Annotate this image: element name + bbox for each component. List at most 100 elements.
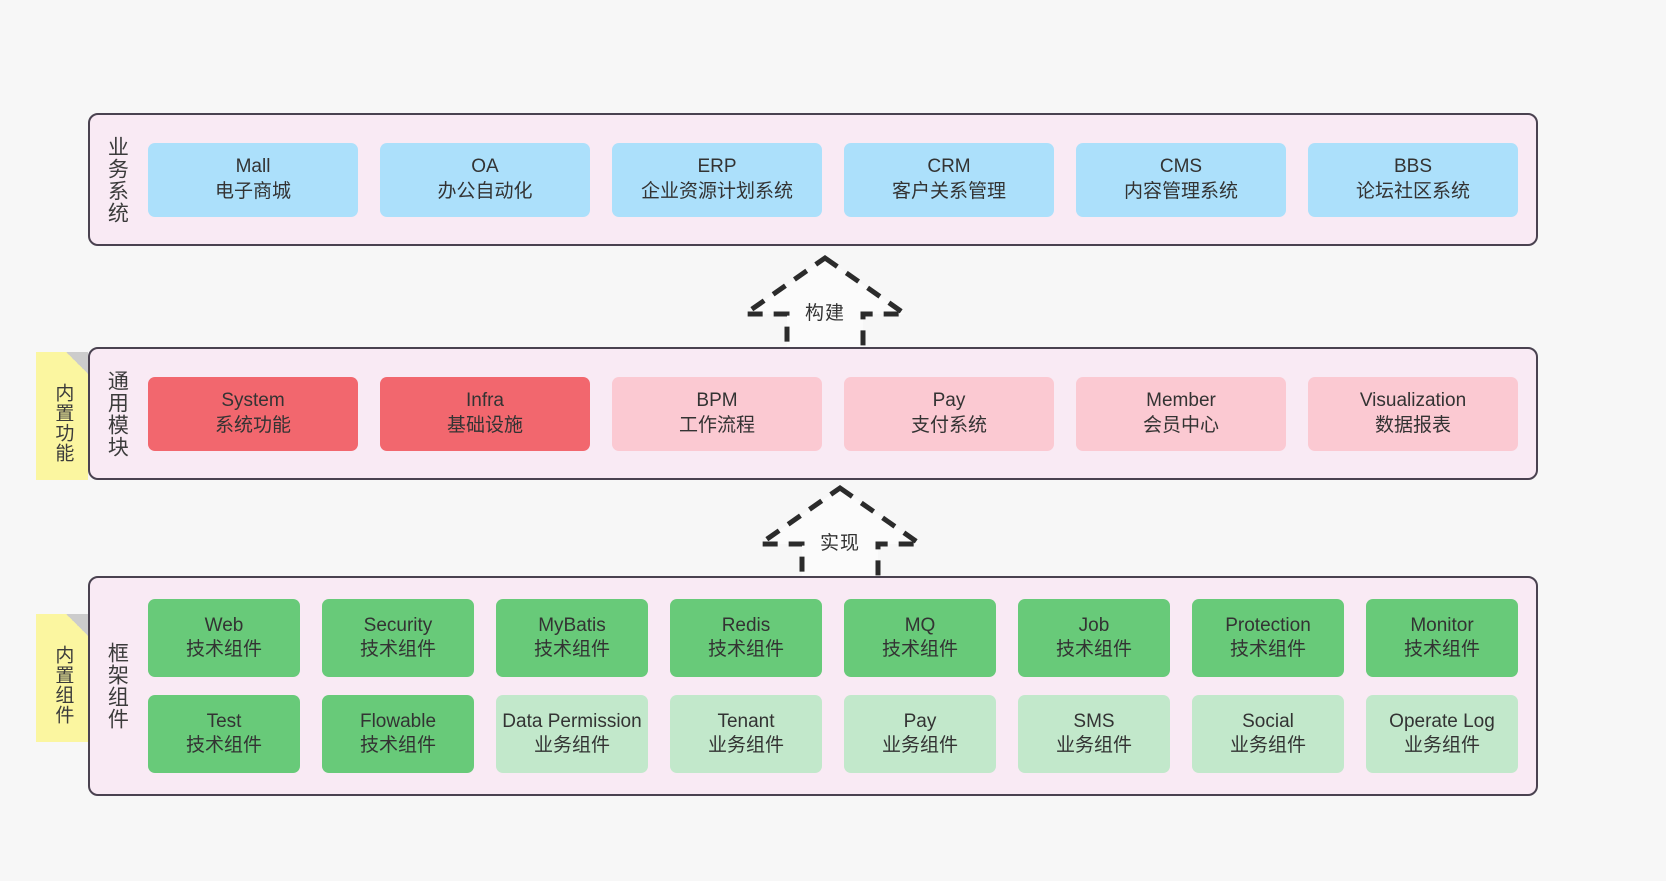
node-label-cn: 系统功能	[214, 414, 291, 436]
layer-title-business: 业务系统	[105, 135, 129, 224]
node-security[interactable]: Security 技术组件	[322, 599, 474, 677]
node-label-cn: 技术组件	[1229, 639, 1306, 660]
node-label-en: Web	[204, 614, 244, 636]
node-protection[interactable]: Protection 技术组件	[1192, 599, 1344, 677]
node-cms[interactable]: CMS 内容管理系统	[1076, 142, 1286, 217]
node-redis[interactable]: Redis 技术组件	[670, 599, 822, 677]
layer-framework-component: 框架组件 Web 技术组件 Security 技术组件 MyBatis 技术组件…	[88, 576, 1538, 796]
sticky-label: 内置组件	[52, 645, 74, 725]
node-mq[interactable]: MQ 技术组件	[844, 599, 996, 677]
arrow-build: 构建	[735, 252, 915, 352]
node-label-en: CMS	[1159, 156, 1203, 178]
node-oa[interactable]: OA 办公自动化	[380, 142, 590, 217]
node-label-cn: 技术组件	[881, 639, 958, 660]
node-label-cn: 业务组件	[881, 735, 958, 756]
arrow-realize-label: 实现	[819, 533, 860, 554]
node-label-cn: 业务组件	[533, 735, 610, 756]
framework-business-row: Test 技术组件 Flowable 技术组件 Data Permission …	[148, 695, 1518, 773]
node-label-cn: 基础设施	[446, 414, 523, 436]
sticky-note-builtin-component: 内置组件	[36, 614, 88, 742]
node-visualization[interactable]: Visualization 数据报表	[1308, 376, 1518, 451]
node-label-en: MyBatis	[538, 614, 606, 636]
node-label-cn: 论坛社区系统	[1355, 180, 1470, 202]
node-pay-component[interactable]: Pay 业务组件	[844, 695, 996, 773]
node-label-en: Visualization	[1359, 390, 1467, 412]
layer-body-common: System 系统功能 Infra 基础设施 BPM 工作流程 Pay 支付系统…	[142, 349, 1536, 478]
node-label-en: Data Permission	[502, 710, 642, 732]
layer-body-business: Mall 电子商城 OA 办公自动化 ERP 企业资源计划系统 CRM 客户关系…	[142, 115, 1536, 244]
layer-business-system: 业务系统 Mall 电子商城 OA 办公自动化 ERP 企业资源计划系统 CRM…	[88, 113, 1538, 246]
node-label-en: Social	[1242, 710, 1294, 732]
node-label-en: Flowable	[359, 710, 437, 732]
node-label-en: MQ	[904, 614, 936, 636]
node-label-en: Redis	[721, 614, 771, 636]
layer-title-framework: 框架组件	[105, 642, 129, 730]
node-label-en: System	[221, 390, 285, 412]
node-crm[interactable]: CRM 客户关系管理	[844, 142, 1054, 217]
node-flowable[interactable]: Flowable 技术组件	[322, 695, 474, 773]
node-monitor[interactable]: Monitor 技术组件	[1366, 599, 1518, 677]
node-social[interactable]: Social 业务组件	[1192, 695, 1344, 773]
node-label-en: Protection	[1225, 614, 1311, 636]
node-label-cn: 技术组件	[359, 639, 436, 660]
common-node-row: System 系统功能 Infra 基础设施 BPM 工作流程 Pay 支付系统…	[148, 376, 1518, 451]
node-job[interactable]: Job 技术组件	[1018, 599, 1170, 677]
node-label-en: Member	[1146, 390, 1216, 412]
node-label-en: Mall	[235, 156, 271, 178]
business-node-row: Mall 电子商城 OA 办公自动化 ERP 企业资源计划系统 CRM 客户关系…	[148, 142, 1518, 217]
node-test[interactable]: Test 技术组件	[148, 695, 300, 773]
node-label-en: Job	[1078, 614, 1110, 636]
node-member[interactable]: Member 会员中心	[1076, 376, 1286, 451]
node-label-cn: 技术组件	[707, 639, 784, 660]
node-label-cn: 业务组件	[1055, 735, 1132, 756]
node-bbs[interactable]: BBS 论坛社区系统	[1308, 142, 1518, 217]
node-label-en: Infra	[465, 390, 505, 412]
node-label-en: Pay	[932, 390, 966, 412]
node-label-en: Monitor	[1410, 614, 1474, 636]
node-label-cn: 工作流程	[678, 414, 755, 436]
node-label-cn: 技术组件	[533, 639, 610, 660]
node-label-en: ERP	[697, 156, 737, 178]
node-label-cn: 技术组件	[1055, 639, 1132, 660]
layer-title-common: 通用模块	[105, 369, 129, 458]
node-label-cn: 支付系统	[910, 414, 987, 436]
node-label-cn: 办公自动化	[437, 180, 533, 202]
sticky-label: 内置功能	[52, 383, 74, 463]
node-label-en: BBS	[1393, 156, 1433, 178]
node-label-cn: 会员中心	[1142, 414, 1219, 436]
node-pay-module[interactable]: Pay 支付系统	[844, 376, 1054, 451]
arrow-realize: 实现	[750, 482, 930, 582]
node-label-en: Operate Log	[1389, 710, 1495, 732]
layer-common-module: 通用模块 System 系统功能 Infra 基础设施 BPM 工作流程 Pay…	[88, 347, 1538, 480]
node-label-cn: 业务组件	[707, 735, 784, 756]
node-data-permission[interactable]: Data Permission 业务组件	[496, 695, 648, 773]
node-label-cn: 技术组件	[1403, 639, 1480, 660]
arrow-build-label: 构建	[804, 303, 845, 324]
node-label-en: Security	[363, 614, 433, 636]
layer-body-framework: Web 技术组件 Security 技术组件 MyBatis 技术组件 Redi…	[142, 578, 1536, 794]
node-label-cn: 内容管理系统	[1123, 180, 1238, 202]
node-label-cn: 技术组件	[359, 735, 436, 756]
node-label-cn: 业务组件	[1403, 735, 1480, 756]
node-label-en: BPM	[696, 390, 738, 412]
node-mybatis[interactable]: MyBatis 技术组件	[496, 599, 648, 677]
node-label-cn: 技术组件	[185, 735, 262, 756]
node-label-en: OA	[471, 156, 499, 178]
node-erp[interactable]: ERP 企业资源计划系统	[612, 142, 822, 217]
node-operate-log[interactable]: Operate Log 业务组件	[1366, 695, 1518, 773]
node-label-cn: 电子商城	[214, 180, 291, 202]
node-tenant[interactable]: Tenant 业务组件	[670, 695, 822, 773]
node-label-en: Tenant	[717, 710, 775, 732]
node-label-en: SMS	[1073, 710, 1115, 732]
node-label-cn: 企业资源计划系统	[640, 180, 793, 202]
node-label-cn: 数据报表	[1374, 414, 1451, 436]
node-label-en: Test	[206, 710, 242, 732]
node-infra[interactable]: Infra 基础设施	[380, 376, 590, 451]
node-sms[interactable]: SMS 业务组件	[1018, 695, 1170, 773]
node-system[interactable]: System 系统功能	[148, 376, 358, 451]
node-bpm[interactable]: BPM 工作流程	[612, 376, 822, 451]
node-mall[interactable]: Mall 电子商城	[148, 142, 358, 217]
node-web[interactable]: Web 技术组件	[148, 599, 300, 677]
framework-tech-row: Web 技术组件 Security 技术组件 MyBatis 技术组件 Redi…	[148, 599, 1518, 677]
